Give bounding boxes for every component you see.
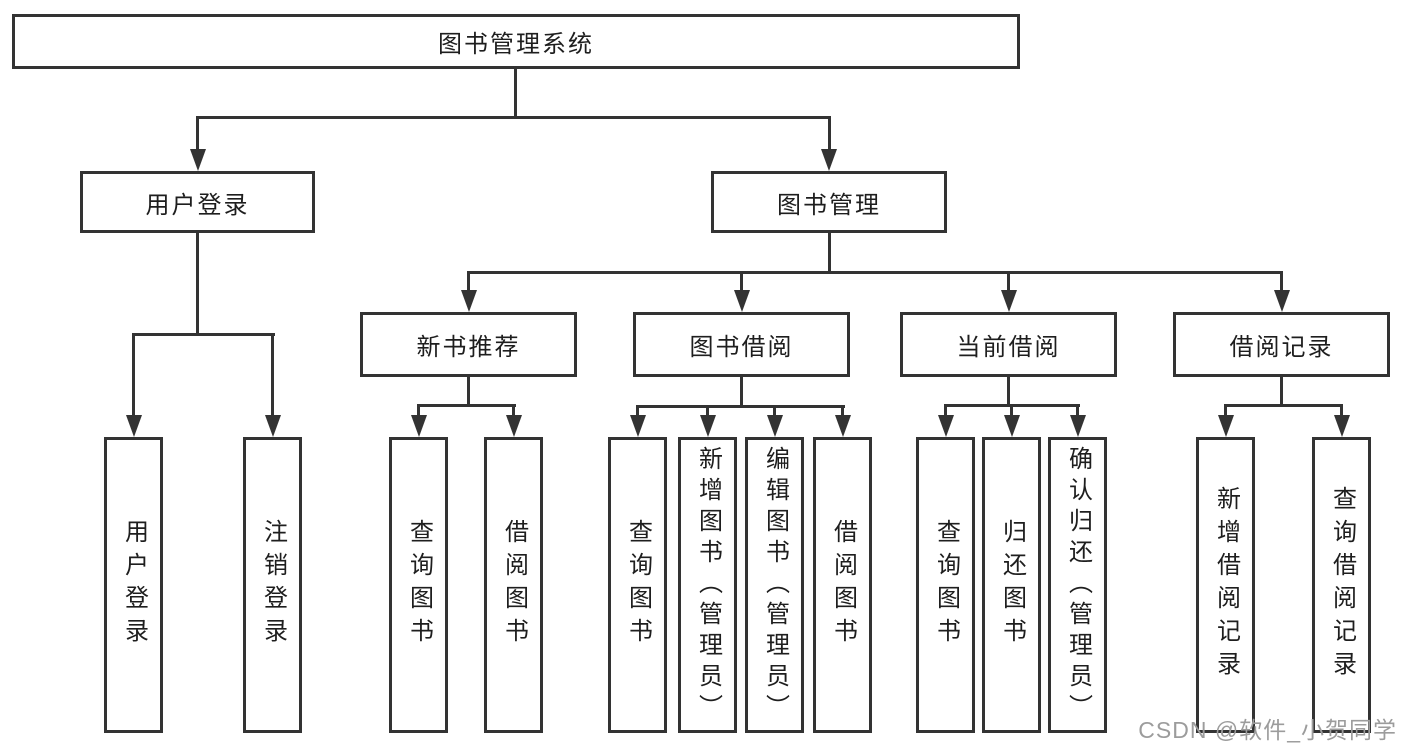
- connector-line: [132, 333, 275, 336]
- connector-line: [196, 116, 830, 119]
- leaf-borrow-borrow: 借阅图书: [813, 437, 872, 733]
- leaf-logout: 注销登录: [243, 437, 302, 733]
- connector-line: [417, 404, 420, 418]
- csdn-watermark: CSDN @软件_小贺同学: [1138, 717, 1397, 743]
- connector-line: [1280, 375, 1283, 407]
- node-borrow-records: 借阅记录: [1173, 312, 1390, 377]
- connector-line: [740, 271, 743, 293]
- arrowhead-down-icon: [1274, 290, 1290, 312]
- connector-line: [196, 116, 199, 156]
- leaf-label: 用户登录: [120, 519, 148, 651]
- connector-line: [706, 405, 709, 418]
- connector-line: [1010, 404, 1013, 418]
- arrowhead-down-icon: [938, 415, 954, 437]
- arrowhead-down-icon: [821, 149, 837, 171]
- leaf-records-query: 查询借阅记录: [1312, 437, 1371, 733]
- arrowhead-down-icon: [506, 415, 522, 437]
- connector-line: [636, 405, 845, 408]
- leaf-label: 注销登录: [259, 519, 287, 651]
- leaf-borrow-query: 查询图书: [608, 437, 667, 733]
- arrowhead-down-icon: [734, 290, 750, 312]
- arrowhead-down-icon: [190, 149, 206, 171]
- leaf-label: 查询图书: [624, 519, 652, 651]
- connector-line: [196, 231, 199, 335]
- connector-line: [1007, 375, 1010, 407]
- arrowhead-down-icon: [1001, 290, 1017, 312]
- connector-line: [1224, 404, 1343, 407]
- connector-line: [740, 375, 743, 408]
- connector-line: [1076, 404, 1079, 418]
- connector-line: [514, 66, 517, 119]
- leaf-label: 新增借阅记录: [1212, 486, 1240, 684]
- leaf-current-query: 查询图书: [916, 437, 975, 733]
- arrowhead-down-icon: [1334, 415, 1350, 437]
- arrowhead-down-icon: [461, 290, 477, 312]
- arrowhead-down-icon: [767, 415, 783, 437]
- node-book-borrow: 图书借阅: [633, 312, 850, 377]
- connector-line: [467, 271, 1283, 274]
- connector-line: [271, 333, 274, 417]
- arrowhead-down-icon: [1004, 415, 1020, 437]
- connector-line: [1340, 404, 1343, 418]
- arrowhead-down-icon: [700, 415, 716, 437]
- leaf-borrow-add-admin: 新增图书（管理员）: [678, 437, 737, 733]
- leaf-label: 归还图书: [998, 519, 1026, 651]
- leaf-label: 查询图书: [932, 519, 960, 651]
- leaf-records-add: 新增借阅记录: [1196, 437, 1255, 733]
- connector-line: [828, 116, 831, 156]
- leaf-current-confirm-admin: 确认归还（管理员）: [1048, 437, 1107, 733]
- node-user-login: 用户登录: [80, 171, 315, 233]
- connector-line: [1007, 271, 1010, 293]
- leaf-user-login: 用户登录: [104, 437, 163, 733]
- leaf-label: 查询借阅记录: [1328, 486, 1356, 684]
- node-new-book-recommend: 新书推荐: [360, 312, 577, 377]
- leaf-label: 编辑图书（管理员）: [761, 445, 789, 725]
- connector-line: [417, 404, 516, 407]
- node-book-management: 图书管理: [711, 171, 947, 233]
- arrowhead-down-icon: [630, 415, 646, 437]
- leaf-newbooks-query: 查询图书: [389, 437, 448, 733]
- connector-line: [841, 405, 844, 418]
- arrowhead-down-icon: [1218, 415, 1234, 437]
- connector-line: [467, 375, 470, 407]
- connector-line: [512, 404, 515, 418]
- connector-line: [636, 405, 639, 418]
- leaf-borrow-edit-admin: 编辑图书（管理员）: [745, 437, 804, 733]
- leaf-label: 借阅图书: [500, 519, 528, 651]
- node-root: 图书管理系统: [12, 14, 1020, 69]
- leaf-newbooks-borrow: 借阅图书: [484, 437, 543, 733]
- leaf-label: 确认归还（管理员）: [1064, 445, 1092, 725]
- arrowhead-down-icon: [1070, 415, 1086, 437]
- leaf-label: 查询图书: [405, 519, 433, 651]
- leaf-label: 借阅图书: [829, 519, 857, 651]
- arrowhead-down-icon: [265, 415, 281, 437]
- node-current-borrow: 当前借阅: [900, 312, 1117, 377]
- connector-line: [467, 271, 470, 293]
- connector-line: [828, 231, 831, 274]
- connector-line: [132, 333, 135, 417]
- connector-line: [1224, 404, 1227, 418]
- connector-line: [773, 405, 776, 418]
- arrowhead-down-icon: [411, 415, 427, 437]
- arrowhead-down-icon: [835, 415, 851, 437]
- connector-line: [944, 404, 947, 418]
- leaf-label: 新增图书（管理员）: [694, 445, 722, 725]
- connector-line: [1280, 271, 1283, 293]
- leaf-current-return: 归还图书: [982, 437, 1041, 733]
- arrowhead-down-icon: [126, 415, 142, 437]
